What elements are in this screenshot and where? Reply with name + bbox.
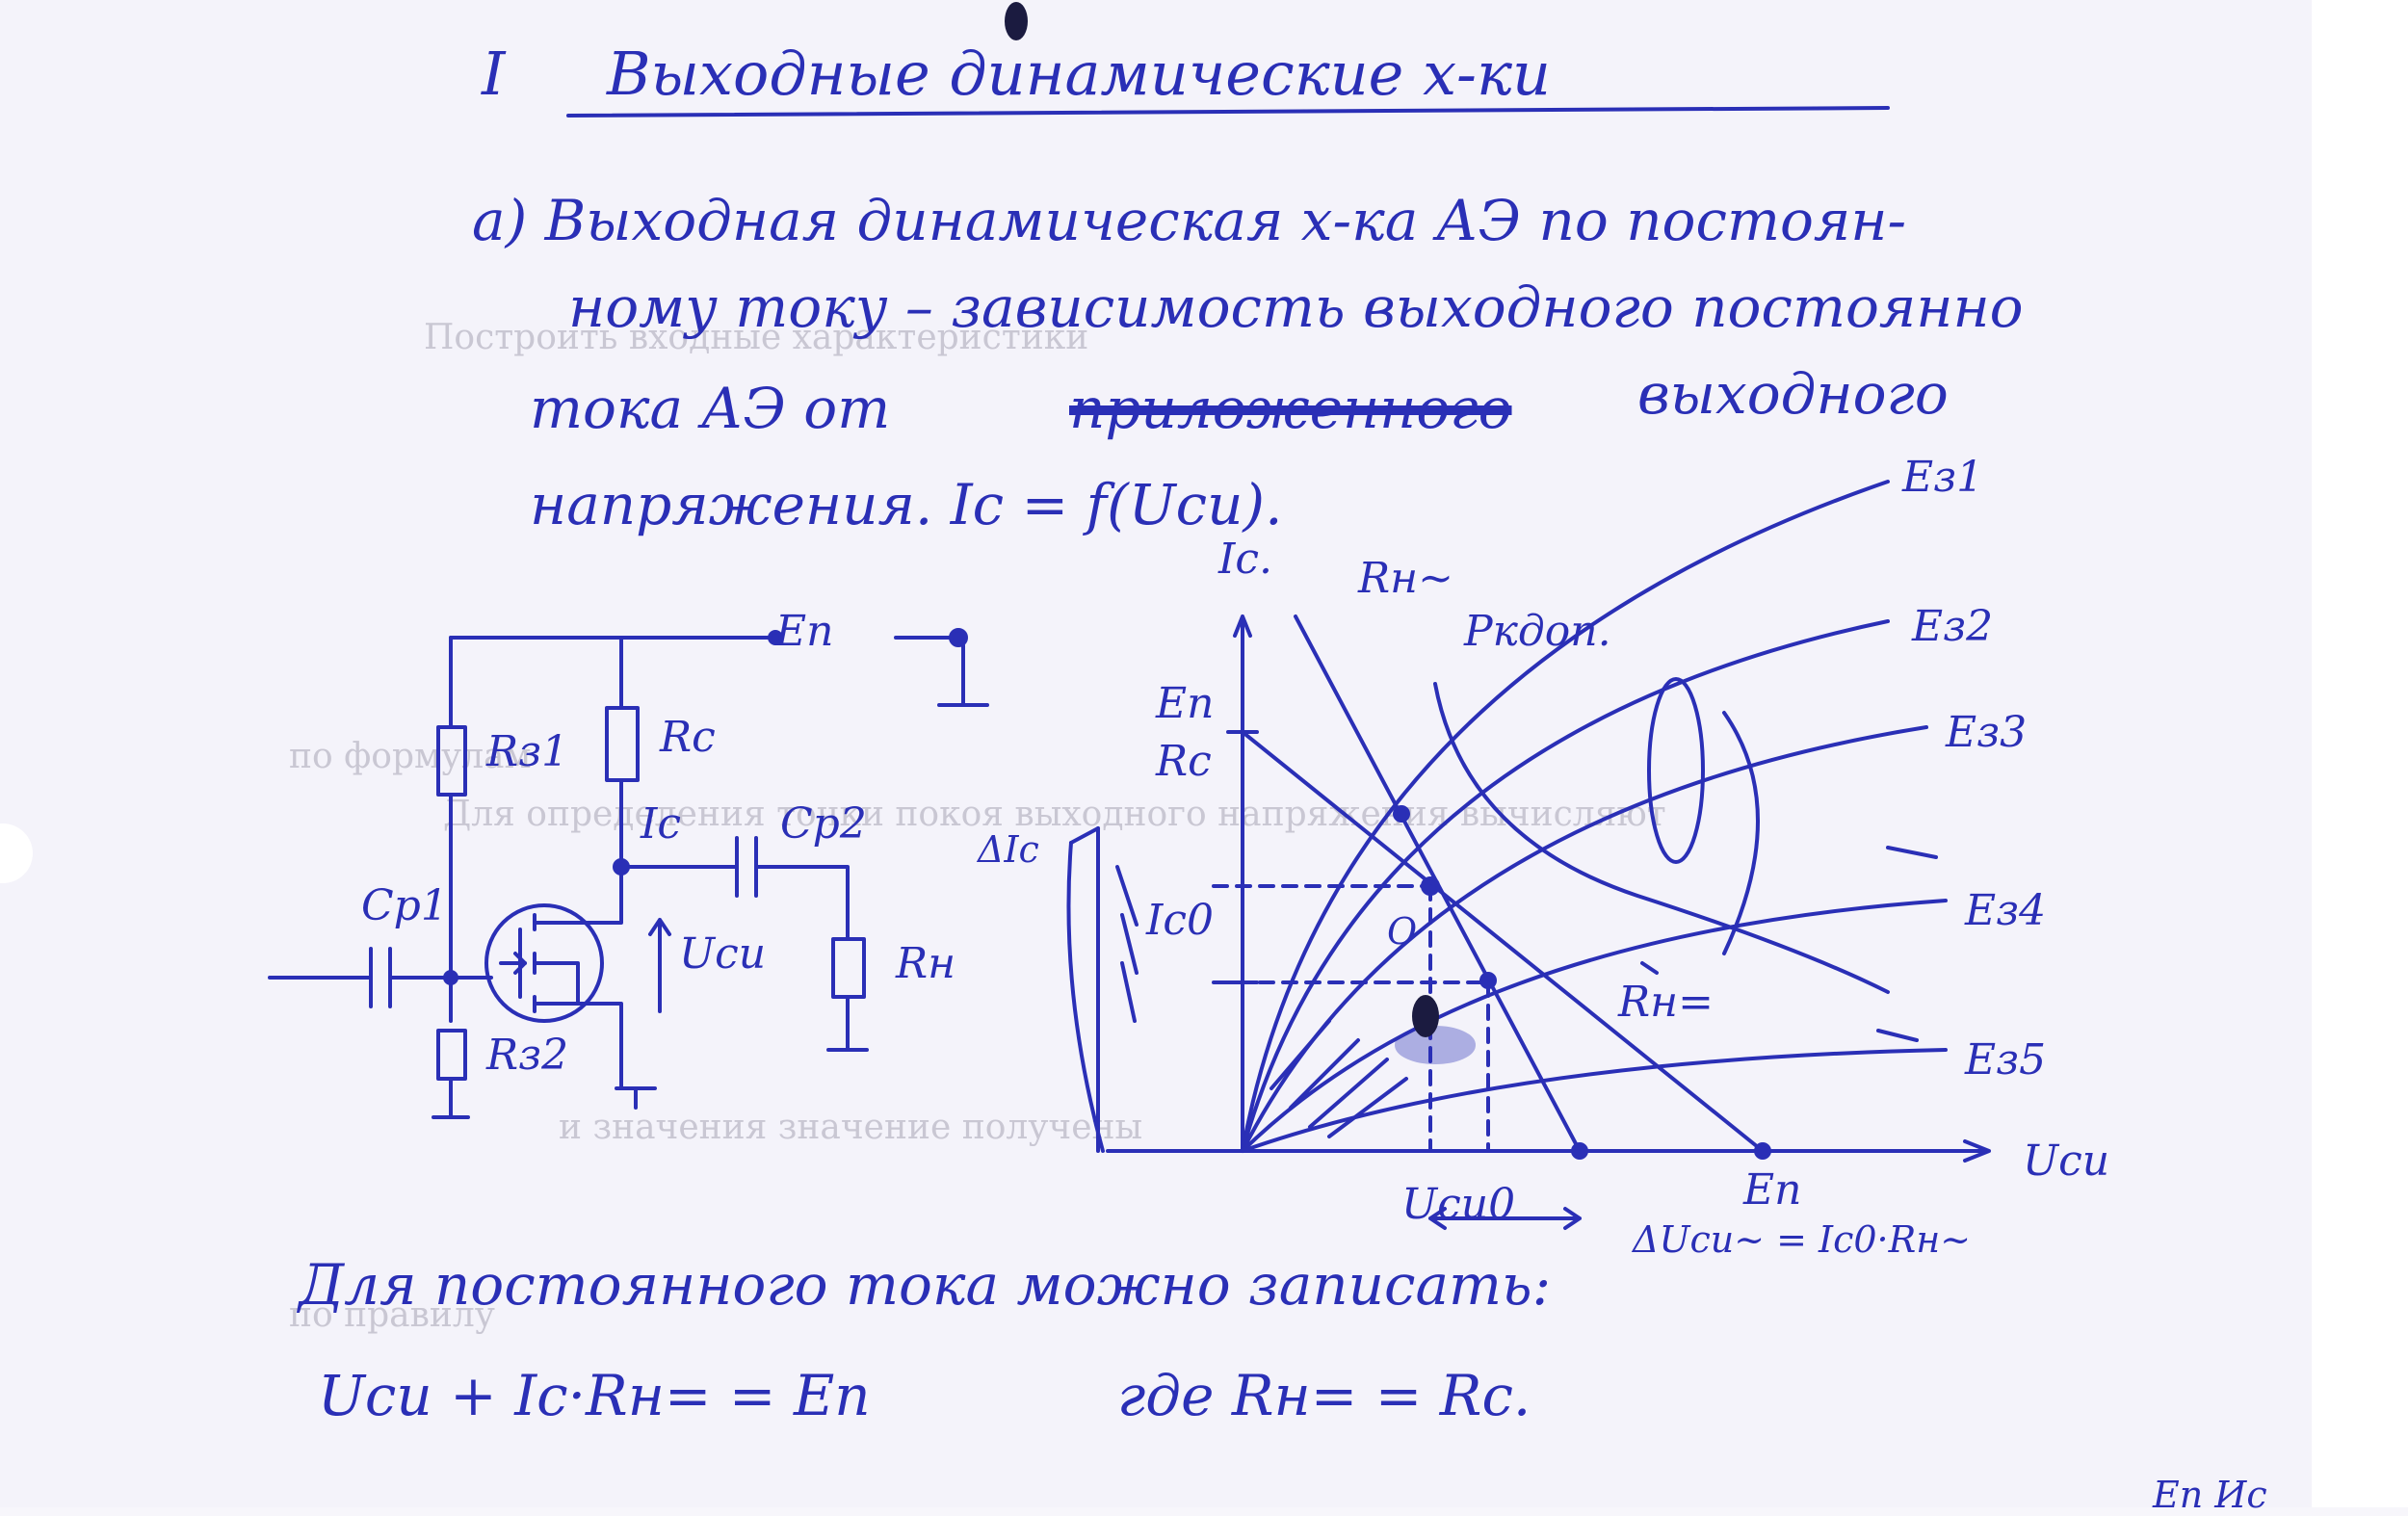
ic0-label: Ic0: [1146, 896, 1215, 945]
definition-line: ному току – зависимость выходного постоя…: [568, 274, 2024, 340]
cp2-label: Cp2: [780, 799, 867, 849]
uci-label: Uси: [679, 929, 767, 979]
print-through-line: по формулам: [289, 737, 532, 776]
dc-formula: Uси + Iс·Rн= = En: [318, 1363, 871, 1428]
curve-ez3: [1241, 725, 1928, 1153]
rn-ac-label: Rн~: [1358, 554, 1453, 603]
curve-ez1: [1241, 480, 1890, 1153]
curve-label: Eз5: [1965, 1035, 2047, 1085]
circuit-schematic: [268, 628, 989, 1119]
print-through-line: Для определения точки покоя выходного на…: [443, 795, 1666, 834]
curve-ez5: [1241, 1048, 1948, 1153]
definition-line: тока АЭ от: [530, 376, 891, 441]
ink-blot: [1005, 2, 1028, 40]
x-axis: [1106, 1139, 1991, 1163]
en-over-rc-denominator: Rc: [1156, 737, 1212, 786]
where-clause: где Rн= = Rc.: [1117, 1363, 1531, 1428]
y-axis: [1233, 614, 1252, 1153]
curve-label: Eз1: [1902, 453, 1984, 502]
rh-label: Rн: [896, 939, 956, 988]
supply-label: En: [775, 607, 834, 656]
delta-ic-label: ΔIс: [978, 828, 1039, 871]
x-axis-label: Uси: [2023, 1137, 2110, 1186]
rc-label: Rc: [660, 713, 716, 762]
uci0-label: Uси0: [1401, 1180, 1516, 1229]
definition-line: выходного: [1637, 361, 1949, 427]
rz2-label: Rз2: [486, 1031, 569, 1080]
section-number: I: [482, 39, 506, 109]
en-over-rc-numerator: En: [1156, 679, 1215, 728]
print-through-line: по правилу: [289, 1295, 495, 1335]
print-through-line: и значения значение получены: [559, 1108, 1143, 1147]
rn-dc-label: Rн=: [1618, 978, 1714, 1027]
paper-sheet: [0, 0, 2312, 1507]
ic-label: Ic: [641, 799, 682, 849]
curve-label: Eз3: [1946, 708, 2028, 757]
conclusion-line: Для постоянного тока можно записать:: [299, 1252, 1552, 1318]
scan-margin: [2312, 0, 2408, 1507]
definition-line: напряжения. Iс = f(Uси).: [530, 472, 1283, 537]
rz1-label: Rз1: [486, 727, 569, 776]
en-x-label: En: [1743, 1165, 1802, 1215]
page-title: Выходные динамические х-ки: [607, 39, 1551, 109]
curve-ez2: [1241, 619, 1890, 1153]
definition-line: а) Выходная динамическая х-ка АЭ по пост…: [472, 188, 1907, 253]
curve-label: Eз4: [1965, 886, 2047, 935]
dc-load-line: [1241, 730, 1765, 1153]
curve-ez4: [1241, 899, 1948, 1153]
title-underline: [566, 106, 1890, 118]
pk-max-label: Pкдоп.: [1464, 607, 1611, 656]
cp1-label: Cp1: [361, 881, 448, 930]
print-through-line: Построить входные характеристики: [424, 318, 1089, 357]
pk-max-curve: [1433, 682, 1890, 994]
delta-uci-label: ΔUси~ = Ic0·Rн~: [1633, 1218, 1972, 1261]
struck-word: приложенного: [1069, 376, 1512, 441]
y-axis-label: Ic.: [1218, 535, 1273, 584]
output-characteristics-graph: [1066, 480, 1991, 1230]
curve-label: Eз2: [1912, 602, 1994, 651]
